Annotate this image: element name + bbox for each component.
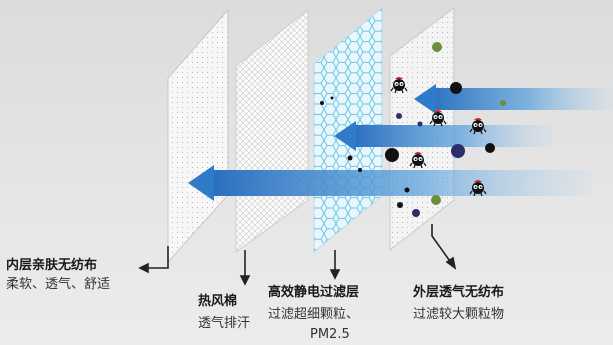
particles (320, 42, 506, 217)
label-outer-nonwoven: 外层透气无纺布 过滤较大颗粒物 (413, 283, 504, 324)
airflow-arrow-bottom (188, 165, 592, 201)
label-hot-air-cotton-desc: 透气排汗 (198, 316, 251, 331)
label-inner-nonwoven: 内层亲肤无纺布 柔软、透气、舒适 (6, 256, 110, 294)
pointer-lines (138, 224, 457, 286)
airflow-arrow-top (414, 84, 613, 114)
label-inner-nonwoven-title: 内层亲肤无纺布 (6, 258, 98, 273)
label-inner-nonwoven-desc: 柔软、透气、舒适 (6, 277, 111, 292)
airflow-arrow-middle (334, 121, 552, 151)
label-outer-nonwoven-desc: 过滤较大颗粒物 (413, 307, 505, 322)
label-electrostatic-filter-title: 高效静电过滤层 (268, 285, 360, 300)
label-hot-air-cotton: 热风棉 透气排汗 (198, 292, 250, 333)
label-hot-air-cotton-title: 热风棉 (198, 294, 238, 309)
airflow-arrows (188, 84, 613, 201)
layer-hot-air-cotton (235, 8, 309, 253)
label-electrostatic-filter-desc-2: PM2.5 (310, 327, 350, 342)
label-outer-nonwoven-title: 外层透气无纺布 (413, 285, 505, 300)
layer-inner-nonwoven (167, 8, 229, 264)
label-electrostatic-filter-desc: 过滤超细颗粒、 (268, 307, 360, 322)
label-electrostatic-filter: 高效静电过滤层 过滤超细颗粒、 PM2.5 (268, 283, 359, 344)
